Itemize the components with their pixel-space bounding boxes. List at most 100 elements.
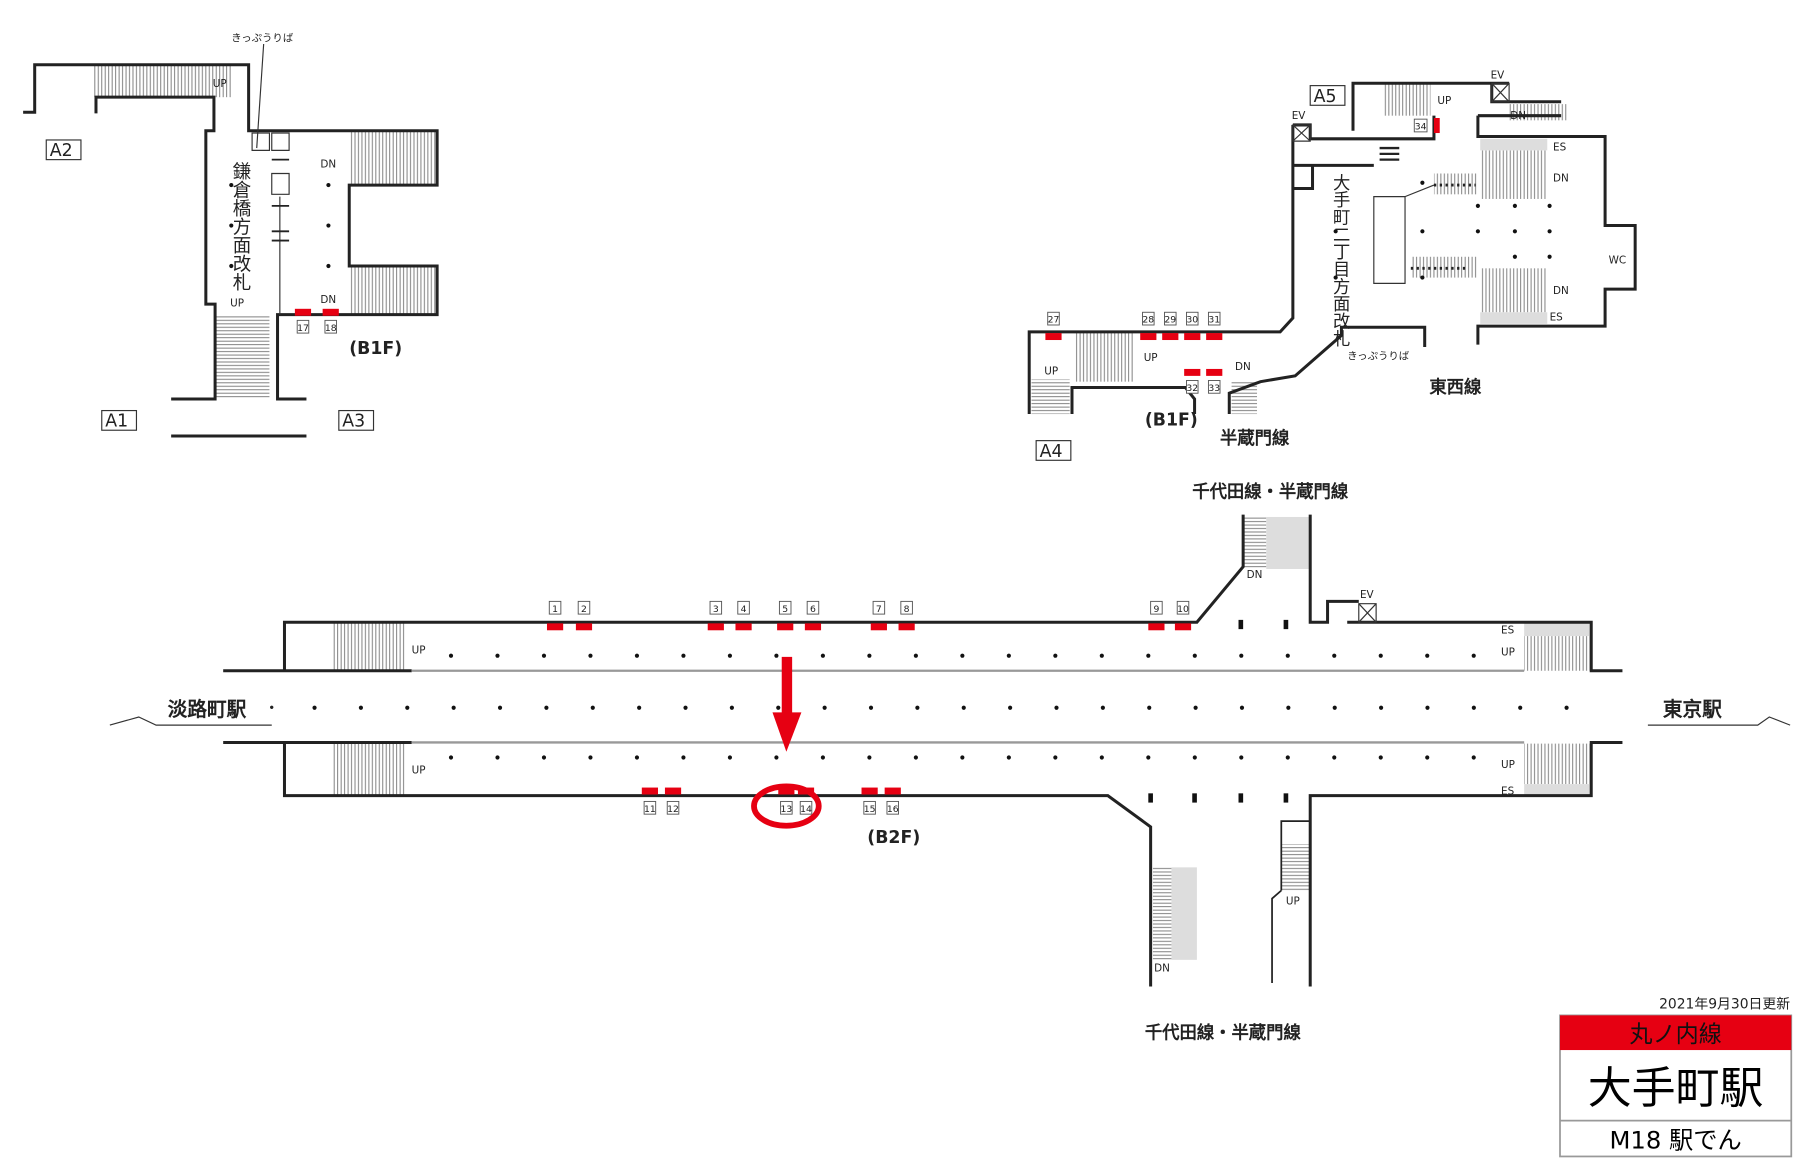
up-label: UP — [230, 297, 244, 309]
column — [1192, 653, 1197, 658]
column — [1006, 755, 1011, 760]
column — [1053, 653, 1058, 658]
svg-text:A1: A1 — [105, 412, 128, 432]
west-station-label: 淡路町駅 — [168, 698, 247, 721]
svg-text:34: 34 — [1415, 122, 1427, 133]
column — [1512, 229, 1517, 234]
car-position-28: 28 — [1140, 311, 1157, 341]
column — [1475, 229, 1480, 234]
es-label: ES — [1501, 785, 1515, 797]
column — [495, 755, 500, 760]
svg-text:17: 17 — [297, 323, 309, 334]
up-label: UP — [1286, 895, 1300, 907]
up-label: UP — [1044, 366, 1058, 378]
stairs-a2 — [92, 65, 232, 98]
svg-text:A2: A2 — [50, 141, 73, 161]
svg-text:18: 18 — [325, 323, 337, 334]
column — [1379, 705, 1384, 710]
column — [1471, 755, 1476, 760]
column — [588, 755, 593, 760]
exit-a2[interactable]: A2 — [45, 139, 82, 161]
pillar — [1238, 793, 1244, 803]
column — [544, 705, 549, 710]
station-sign: 2021年9月30日更新 丸ノ内線 大手町駅 M18 駅でん — [1559, 996, 1793, 1158]
stairs-down-2 — [349, 266, 436, 315]
exit-a1[interactable]: A1 — [101, 409, 138, 432]
column — [867, 653, 872, 658]
column — [1547, 203, 1552, 208]
floor-label: (B1F) — [349, 339, 402, 359]
column — [1053, 755, 1058, 760]
car-position-16: 16 — [884, 787, 901, 815]
station-code: M18 駅でん — [1609, 1125, 1741, 1154]
car-position-11: 11 — [641, 787, 658, 815]
column — [229, 223, 234, 228]
pillar — [1192, 793, 1197, 803]
column — [1475, 203, 1480, 208]
column — [1512, 203, 1517, 208]
station-name: 大手町駅 — [1588, 1063, 1764, 1114]
column — [1099, 755, 1104, 760]
pillar — [1283, 793, 1289, 803]
svg-text:A5: A5 — [1314, 87, 1337, 107]
column — [1193, 705, 1198, 710]
column — [326, 223, 331, 228]
column — [1332, 653, 1337, 658]
svg-text:A4: A4 — [1040, 442, 1063, 462]
svg-text:A3: A3 — [342, 412, 365, 432]
exit-a4[interactable]: A4 — [1035, 440, 1072, 462]
column — [774, 755, 779, 760]
svg-text:7: 7 — [876, 604, 882, 615]
exit-a3[interactable]: A3 — [338, 409, 375, 432]
car-position-15: 15 — [861, 787, 878, 815]
svg-text:32: 32 — [1186, 383, 1198, 394]
column — [1518, 705, 1523, 710]
column — [913, 653, 918, 658]
svg-text:28: 28 — [1142, 315, 1154, 326]
dn-label: DN — [320, 294, 336, 306]
column — [1332, 755, 1337, 760]
up-label: UP — [1501, 647, 1515, 659]
column — [588, 653, 593, 658]
stairs-up-west-2 — [333, 743, 405, 796]
exit-a5[interactable]: A5 — [1309, 85, 1346, 107]
stairs-tozai-2 — [1480, 268, 1548, 313]
dn-label: DN — [1553, 173, 1569, 185]
column — [683, 705, 688, 710]
column — [405, 705, 410, 710]
column — [1239, 705, 1245, 710]
column — [913, 755, 918, 760]
b1f-east-concourse: EV EV DN UP ES DN DN ES WC UP UP DN 大手町二… — [1027, 70, 1637, 462]
column — [229, 263, 234, 269]
restroom-label[interactable]: WC — [1609, 255, 1627, 267]
stairs-up-west-1 — [333, 623, 405, 671]
svg-text:16: 16 — [887, 804, 899, 815]
svg-text:29: 29 — [1164, 315, 1176, 326]
column — [727, 653, 733, 658]
car-position-9: 9 — [1148, 600, 1165, 631]
column — [868, 705, 874, 710]
floor-label: (B2F) — [867, 828, 920, 848]
stairs-a5 — [1384, 84, 1431, 116]
column — [1547, 229, 1552, 234]
column — [590, 705, 595, 710]
column — [1378, 755, 1383, 760]
column — [634, 653, 640, 658]
column — [1006, 653, 1011, 658]
transfer-label-south: 千代田線・半蔵門線 — [1145, 1023, 1302, 1044]
tozai-line-label: 東西線 — [1429, 377, 1482, 398]
floor-label: (B1F) — [1145, 411, 1198, 431]
column — [960, 653, 965, 658]
ev-label: EV — [1491, 70, 1506, 82]
columns — [229, 180, 1569, 803]
column — [961, 705, 966, 710]
column — [1378, 653, 1383, 658]
column — [1146, 755, 1151, 760]
ticket-office-label: きっぷうりば — [231, 33, 294, 45]
es-label: ES — [1501, 625, 1515, 637]
car-position-29: 29 — [1162, 311, 1179, 341]
up-label: UP — [412, 765, 426, 777]
svg-text:13: 13 — [780, 804, 792, 815]
car-position-1: 1 — [546, 600, 564, 631]
